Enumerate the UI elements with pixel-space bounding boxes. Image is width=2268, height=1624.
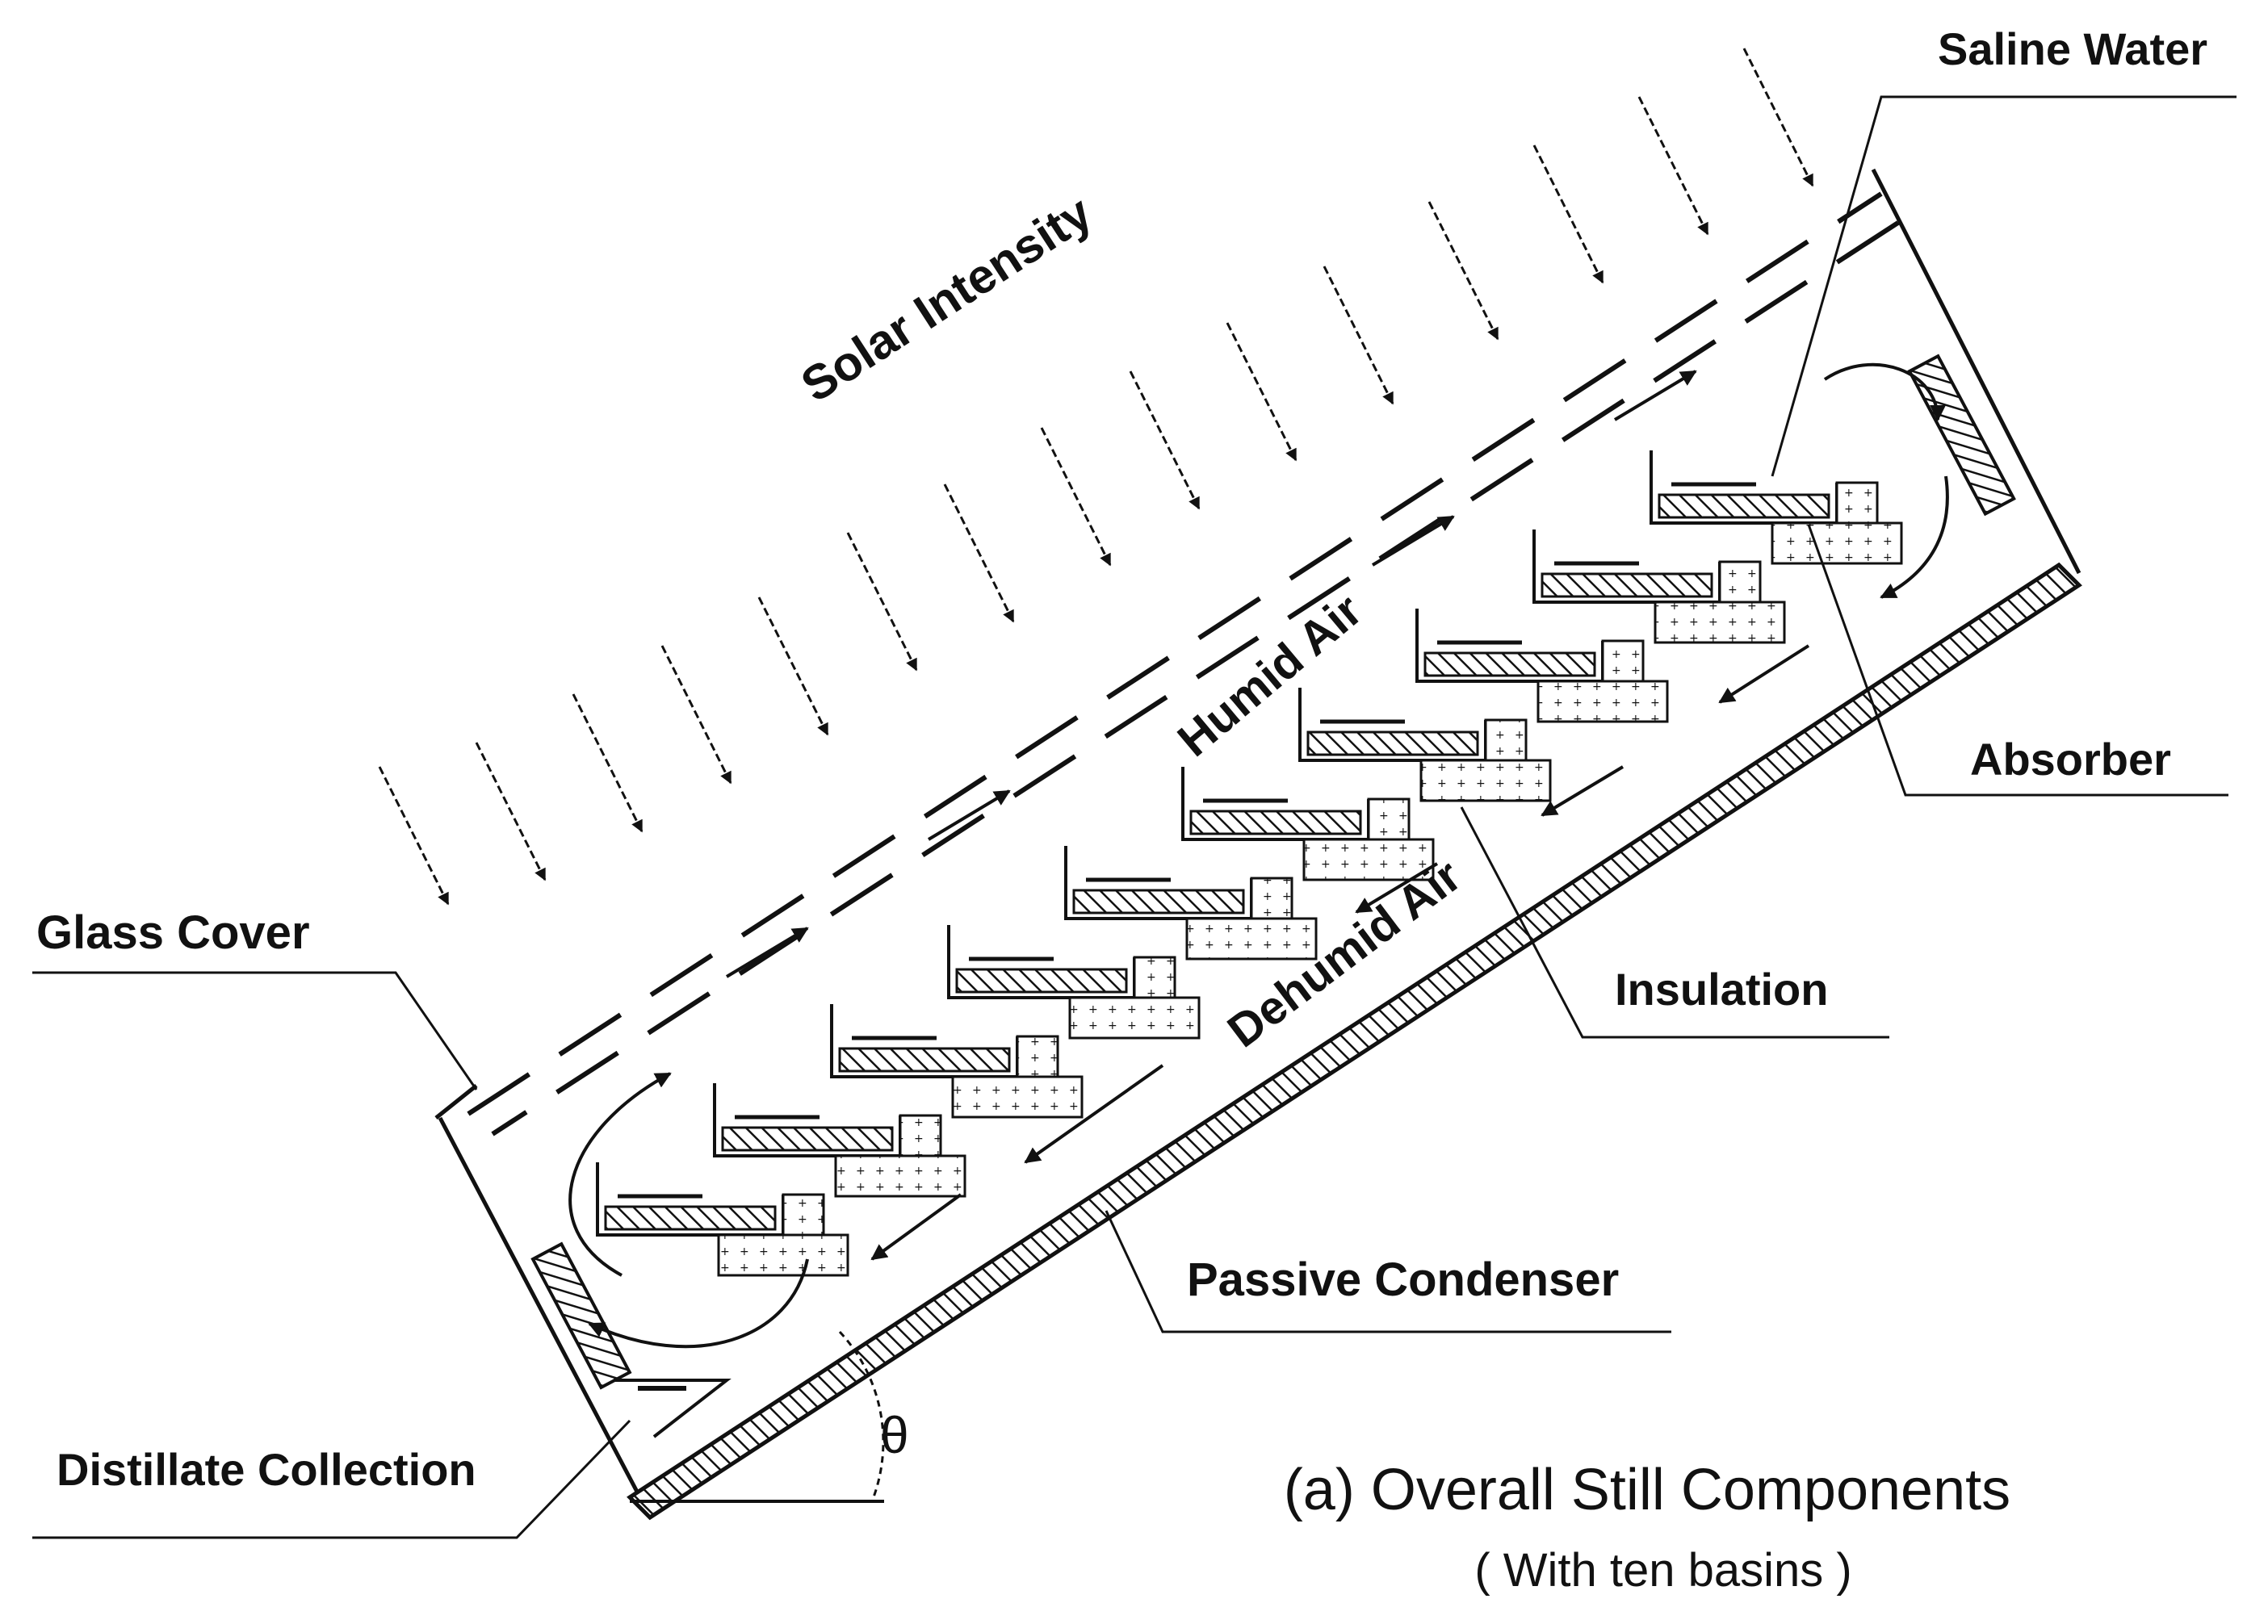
solar-ray-arrow [846,532,918,672]
solar-ray-arrow [572,693,644,833]
basin [1181,767,1435,881]
solar-ray-arrow [660,645,732,785]
basin [1650,450,1903,565]
figure-caption-subtitle: ( With ten basins ) [1474,1544,1851,1597]
insulation-block [1185,917,1318,961]
insulation-block [951,1075,1084,1119]
solar-ray-arrow [475,742,547,881]
insulation-block [717,1233,849,1277]
insulation-block [1835,481,1879,525]
basin [1064,846,1318,961]
passive-condenser-label: Passive Condenser [1187,1254,1619,1306]
insulation-block [1484,718,1528,762]
solar-ray-arrow [757,596,829,736]
solar-ray-arrow [1637,96,1709,236]
insulation-block [834,1154,966,1198]
basin [1415,609,1669,723]
absorber-layer [838,1047,1011,1073]
absorber-layer [1306,730,1479,756]
distillate-trough [614,1379,732,1438]
absorber-layer [955,968,1128,994]
passive-condenser-plate [627,562,2082,1521]
insulation-block [1654,601,1786,644]
glass-cover [467,191,1907,1136]
distillate-collection-label: Distillate Collection [57,1444,476,1495]
solar-intensity-label: Solar Intensity [792,185,1102,412]
insulation-block [1601,639,1645,683]
dehumid-air-arrows [588,475,1949,1349]
solar-ray-arrow [1129,370,1201,510]
solar-ray-arrow [1323,266,1394,405]
insulation-block [1771,521,1903,565]
angle-theta-label: θ [880,1406,909,1464]
saline-water-label: Saline Water [1938,23,2207,74]
solar-ray-arrow [1226,322,1297,462]
basin [713,1083,966,1198]
insulation-block [1133,956,1176,999]
absorber-layer [604,1205,777,1231]
absorber-layer [1658,493,1830,519]
insulation-block [1068,996,1201,1040]
insulation-label: Insulation [1615,964,1828,1015]
solar-ray-arrow [1532,144,1604,284]
basin [596,1162,849,1277]
insulation-block [1016,1035,1059,1078]
leader-lines [32,95,2237,1539]
absorber-layer [1072,889,1245,915]
absorber-layer [1423,651,1596,677]
insulation-block [1536,680,1669,723]
solar-ray-arrows [378,48,1814,906]
humid-air-arrows [568,362,1946,1277]
absorber-label: Absorber [1970,734,2171,785]
solar-ray-arrow [1040,427,1112,567]
angle-indicator [838,1330,885,1502]
basin [1532,529,1786,644]
insulation-block [1367,797,1411,841]
basin [830,1004,1084,1119]
absorber-layer [1189,810,1362,835]
insulation-block [899,1114,942,1157]
insulation-block [782,1193,825,1237]
solar-ray-arrow [378,766,450,906]
insulation-block [1718,560,1762,604]
insulation-block [1419,759,1552,802]
solar-ray-arrow [1742,48,1814,187]
basin [947,925,1201,1040]
basin [1298,688,1552,802]
absorber-layer [1541,572,1713,598]
insulation-block [1250,877,1293,920]
basin-stack [596,450,1903,1277]
solar-ray-arrow [1427,201,1499,341]
figure-caption-title: (a) Overall Still Components [1284,1458,2010,1522]
still-enclosure [434,168,2082,1521]
glass-cover-label: Glass Cover [36,906,310,959]
absorber-layer [721,1126,894,1152]
solar-ray-arrow [943,483,1015,623]
